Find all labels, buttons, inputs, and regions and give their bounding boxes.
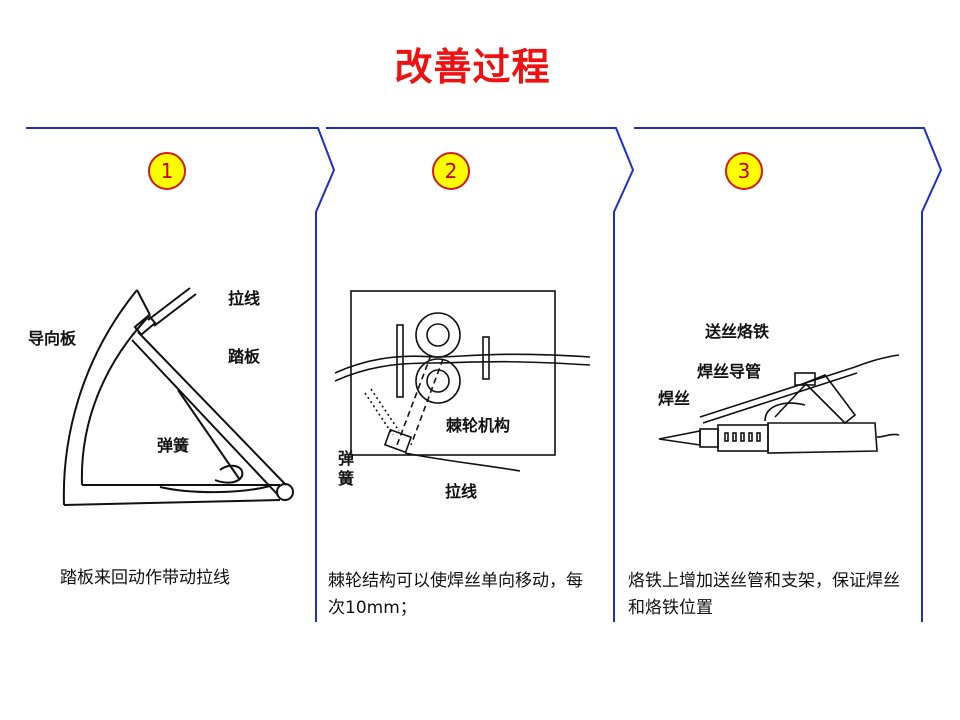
caption-3: 烙铁上增加送丝管和支架，保证焊丝和烙铁位置 bbox=[628, 571, 900, 618]
solder-wire-upper bbox=[335, 353, 591, 374]
heater-vents bbox=[724, 432, 761, 442]
label-guide-plate: 导向板 bbox=[28, 329, 77, 348]
support-bracket-arm bbox=[774, 384, 806, 418]
pawl-arm bbox=[396, 354, 432, 446]
step-badge-3: 3 bbox=[725, 152, 763, 190]
label-pull-wire-2: 拉线 bbox=[445, 482, 478, 501]
label-spring-1: 弹簧 bbox=[157, 436, 190, 455]
ratchet-mechanism-illustration bbox=[335, 290, 591, 472]
feed-tube-2 bbox=[702, 372, 858, 424]
wire-clamp bbox=[133, 313, 157, 337]
pedal-upper bbox=[137, 331, 287, 486]
panel-3-border bbox=[634, 127, 943, 622]
label-pedal: 踏板 bbox=[228, 347, 261, 366]
pull-wire-1 bbox=[147, 287, 191, 321]
ratchet-wheel-lower bbox=[415, 358, 461, 404]
label-pull-wire-1: 拉线 bbox=[228, 289, 261, 308]
base-bottom bbox=[63, 499, 281, 506]
label-solder-wire: 焊丝 bbox=[658, 389, 691, 408]
panel-1-border bbox=[26, 127, 336, 622]
panel-2-border bbox=[326, 127, 635, 622]
mechanism-board bbox=[350, 290, 556, 456]
guide-plate-inner bbox=[80, 314, 151, 486]
bracket-base bbox=[764, 402, 806, 422]
pull-wire-line bbox=[404, 452, 521, 472]
label-feeding-iron: 送丝烙铁 bbox=[705, 322, 770, 341]
wire-clamp-2 bbox=[383, 428, 413, 454]
step-badge-1: 1 bbox=[148, 152, 186, 190]
ratchet-wheel-lower-inner bbox=[426, 369, 450, 393]
tube-clamp bbox=[794, 372, 816, 386]
ratchet-wheel-upper-inner bbox=[426, 323, 450, 347]
label-spring-2: 弹簧 bbox=[337, 449, 354, 488]
label-wire-tube: 焊丝导管 bbox=[697, 362, 762, 381]
spring-dashed-2 bbox=[370, 388, 400, 432]
label-ratchet: 棘轮机构 bbox=[446, 416, 511, 435]
iron-barrel bbox=[699, 428, 719, 448]
support-bracket bbox=[803, 374, 857, 425]
pedal-lower bbox=[131, 339, 279, 496]
spring-loop bbox=[214, 464, 244, 484]
caption-1: 踏板来回动作带动拉线 bbox=[60, 568, 230, 588]
feed-tube-1 bbox=[699, 366, 856, 418]
solder-wire-lower bbox=[335, 360, 591, 382]
wire-spool bbox=[854, 354, 900, 368]
guide-right bbox=[482, 336, 490, 380]
pawl-arm-2 bbox=[410, 358, 444, 446]
guide-plate-outer bbox=[62, 289, 138, 506]
iron-cord bbox=[876, 433, 900, 438]
step-badge-2: 2 bbox=[432, 152, 470, 190]
soldering-iron-illustration bbox=[658, 354, 900, 454]
guide-plate-top bbox=[136, 289, 151, 316]
ratchet-wheel-upper bbox=[415, 312, 461, 358]
spring-dashed bbox=[364, 392, 394, 436]
pedal-pivot bbox=[276, 483, 294, 501]
page-title: 改善过程 bbox=[394, 45, 551, 89]
pull-wire-2 bbox=[153, 293, 197, 327]
iron-handle bbox=[767, 422, 878, 454]
guide-left bbox=[396, 324, 404, 398]
pedal-mechanism-illustration bbox=[62, 287, 294, 506]
iron-tip bbox=[658, 430, 701, 446]
spring-base bbox=[159, 485, 271, 494]
caption-2: 棘轮结构可以使焊丝单向移动，每次10mm； bbox=[328, 571, 583, 618]
